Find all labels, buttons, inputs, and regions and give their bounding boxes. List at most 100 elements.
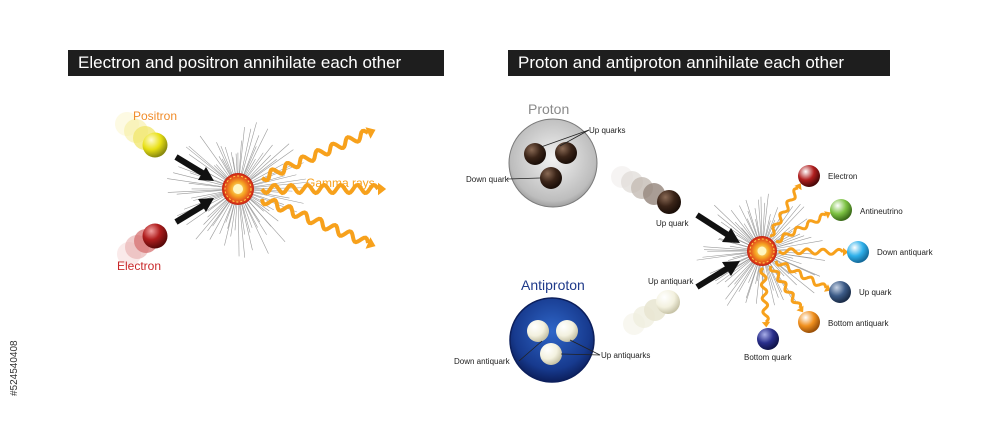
moving-up-antiquark-label: Up antiquark [648,277,694,286]
positron-label: Positron [133,109,177,123]
stock-id-watermark: #524540408 [9,340,20,396]
burst-ray [207,198,228,218]
burst-ray [242,202,253,228]
product-antineutrino-ball [830,199,852,221]
burst-ray [212,200,231,227]
proton-leader-lines [506,129,590,180]
burst-ray [775,255,802,265]
burst-ray [248,197,264,212]
gamma-rays-label: Gamma rays [306,176,375,190]
burst-ray [764,264,775,306]
burst-ray [773,218,808,244]
down-antiquark-label: Down antiquark [454,357,511,366]
product-up-quark: Up quark [829,281,892,303]
burst-ray [239,127,245,176]
burst-ray [188,154,227,182]
burst-ray [774,256,816,276]
burst-ray [732,253,749,258]
burst-ray [230,152,236,176]
product-arrowhead [824,211,831,219]
burst-ray [188,145,228,181]
burst-ray [239,202,246,258]
burst-ray [756,264,761,282]
up-quark-arrow [695,212,740,243]
burst-ray [167,178,225,188]
burst-ray [251,191,304,204]
burst-ray [195,199,230,240]
burst-ray [720,221,751,244]
product-electron-ball [798,165,820,187]
burst-ray [224,202,236,246]
burst-ray [207,200,231,232]
burst-ray [775,253,794,259]
burst-ray [704,249,749,251]
burst-ray [209,201,232,240]
burst-ray [249,149,294,182]
up-quarks-label: Up quarks [589,126,625,135]
burst-ray [766,264,779,298]
burst-ray [703,246,749,251]
burst-ray [225,202,234,223]
product-up-quark-ball [829,281,851,303]
product-arrow [774,260,828,289]
burst-ray [188,182,225,188]
gamma-ray-arrow [260,128,370,183]
burst-ray [774,233,801,246]
product-down-antiquark-label: Down antiquark [877,248,934,257]
burst-ray [766,207,779,238]
burst-ray [760,196,763,238]
burst-ray [770,204,801,241]
left-panel-title: Electron and positron annihilate each ot… [68,50,444,76]
product-arrow [759,266,770,324]
burst-ray [221,158,232,177]
burst-ray [243,128,269,177]
burst-ray [772,227,791,243]
burst-ray [714,204,753,242]
gamma-ray-arrowhead [365,237,376,249]
left-annihilation-burst [222,173,254,205]
burst-ray [239,202,246,235]
burst-ray [745,264,759,303]
burst-ray [249,196,270,212]
burst-ray [762,202,766,238]
burst-ray [771,206,805,242]
burst-ray [185,146,228,181]
burst-ray [746,218,757,239]
burst-ray [216,142,233,177]
product-bottom-quark: Bottom quark [744,328,793,362]
burst-ray [241,122,257,176]
burst-ray [199,135,231,178]
proton-label: Proton [528,101,569,117]
burst-ray [207,197,227,212]
burst-ray [240,128,252,176]
burst-ray [244,158,256,178]
burst-ray [219,201,233,235]
proton-circle [508,118,598,208]
product-arrow [768,265,803,309]
antiproton-leader-lines [518,339,601,362]
burst-ray [250,193,298,213]
burst-ray [727,260,753,288]
burst-ray [736,234,751,244]
burst-ray [238,140,242,176]
burst-ray [763,193,769,238]
burst-ray [765,264,774,291]
burst-ray [203,198,229,225]
burst-ray [241,202,251,233]
burst-ray [215,164,229,179]
gamma-rays [260,127,387,249]
product-bottom-quark-label: Bottom quark [744,353,793,362]
positron-arrow [174,154,214,181]
burst-ray [743,223,755,240]
burst-ray [775,235,805,247]
burst-ray [206,192,225,200]
burst-ray [218,156,232,178]
product-electron: Electron [798,165,857,187]
gamma-ray-arrow [260,182,380,196]
gamma-ray-arrowhead [365,127,376,139]
product-arrowhead [794,183,802,191]
antiproton-label: Antiproton [521,277,585,293]
antiproton-circle [509,297,595,383]
electron-arrow [174,198,214,225]
moving-up-quark [611,166,681,214]
